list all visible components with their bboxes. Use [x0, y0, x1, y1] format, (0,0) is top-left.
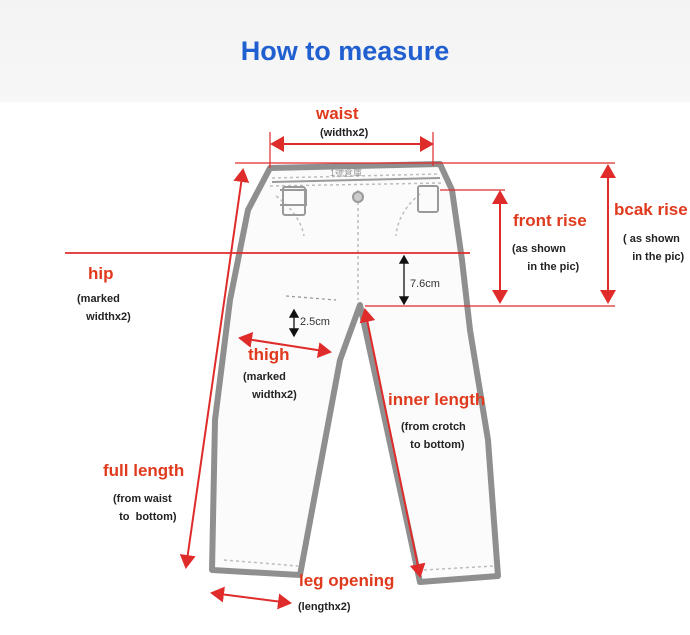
inner-length-note: (from crotch to bottom) — [401, 421, 466, 451]
thigh-offset-guide — [285, 295, 337, 301]
leg-opening-arrow — [210, 586, 292, 610]
waistband-brand-text: 1號倉庫 — [330, 167, 362, 178]
leg-opening-note: (lengthx2) — [298, 601, 351, 613]
hip-note: (marked widthx2) — [77, 293, 131, 323]
thigh-arrow — [238, 331, 332, 359]
inner-length-arrow — [359, 308, 426, 578]
full-length-note: (from waist to bottom) — [113, 493, 177, 523]
leg-opening-label: leg opening — [299, 571, 395, 590]
header-band — [0, 0, 690, 102]
inner-length-label: inner length — [388, 390, 486, 409]
front-rise-note: (as shown in the pic) — [512, 243, 580, 273]
page-title: How to measure — [240, 36, 450, 66]
full-length-arrow — [179, 168, 250, 569]
hip-label: hip — [88, 264, 114, 283]
waist-label: waist — [316, 104, 359, 123]
thigh-label: thigh — [248, 345, 290, 364]
waistband — [271, 177, 441, 216]
crotch-height-label: 7.6cm — [410, 278, 440, 290]
back-rise-note: ( as shown in the pic) — [623, 233, 685, 263]
full-length-label: full length — [103, 461, 185, 480]
thigh-offset-label: 2.5cm — [300, 316, 330, 328]
thigh-note: (marked widthx2) — [243, 371, 297, 401]
front-rise-label: front rise — [513, 211, 587, 230]
waist-note: (widthx2) — [320, 127, 369, 139]
back-rise-label: bcak rise — [614, 200, 688, 219]
